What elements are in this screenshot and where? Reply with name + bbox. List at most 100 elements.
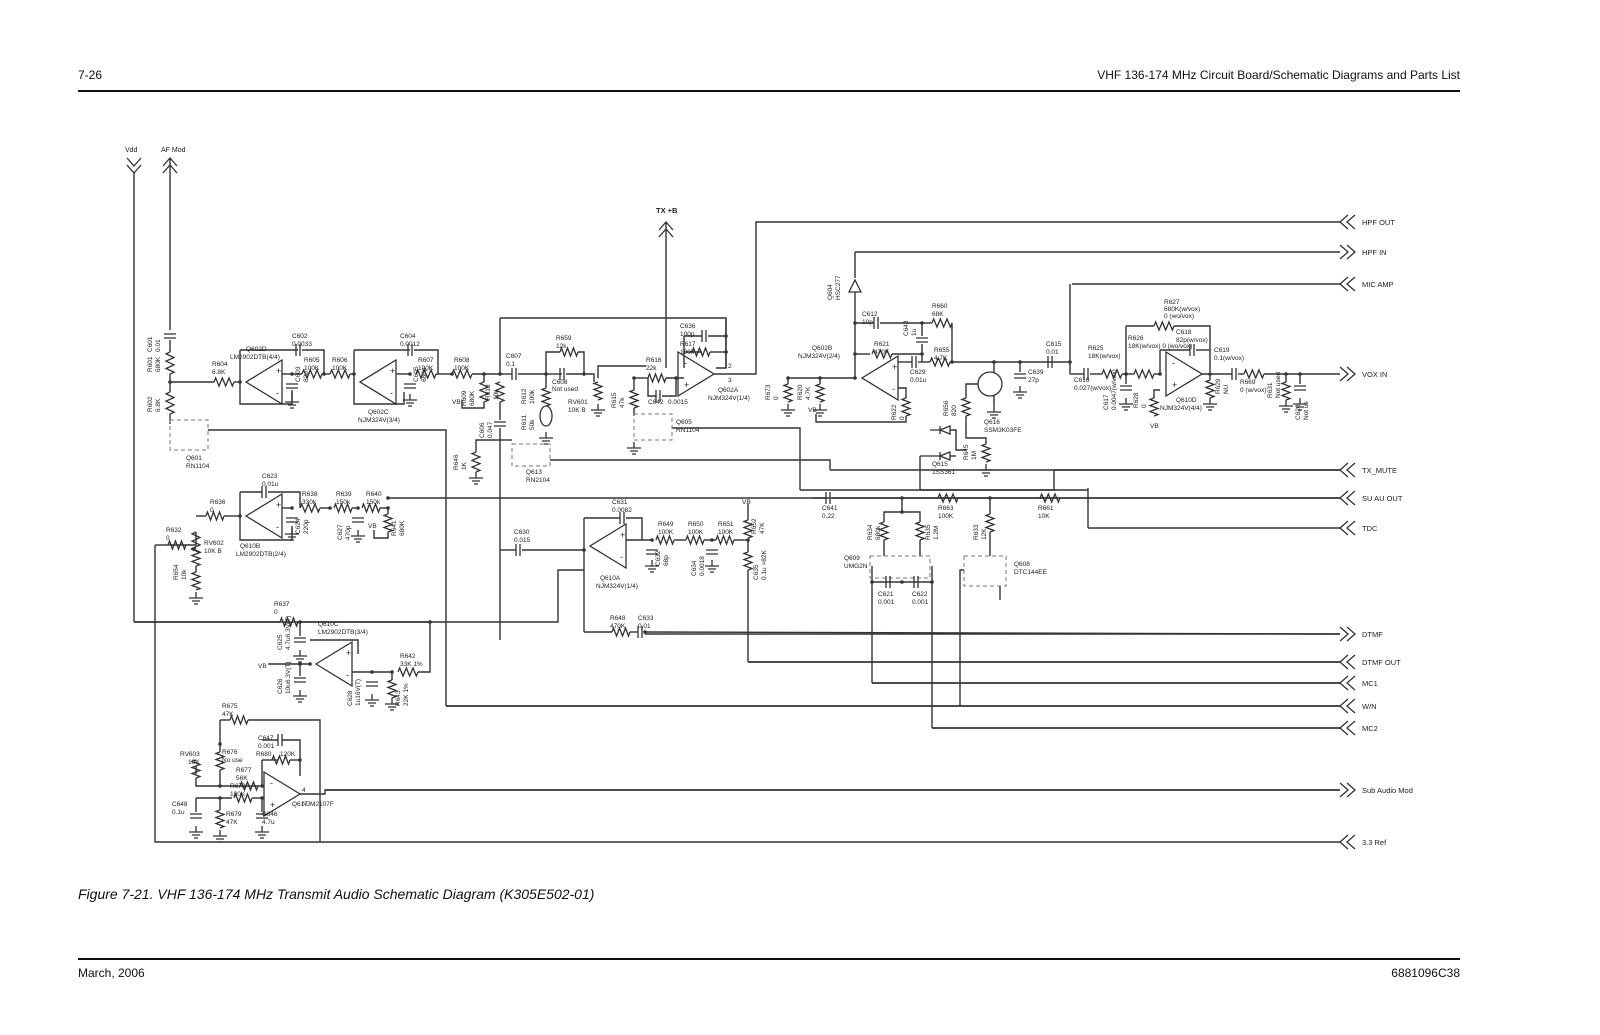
junction-dot	[290, 506, 294, 510]
component-ref: C619	[1214, 347, 1230, 354]
component-value: 0.1u	[172, 809, 185, 816]
connector-label-hpf-in: HPF IN	[1362, 248, 1387, 257]
wire	[310, 639, 359, 654]
component-ref: R645	[963, 444, 970, 460]
component-ref: C603	[295, 366, 302, 382]
capacitor-symbol	[911, 356, 917, 368]
capacitor-symbol	[511, 368, 517, 380]
transistor-package-outline	[963, 555, 1007, 587]
junction-dot	[900, 580, 904, 584]
resistor-symbol	[1101, 368, 1123, 380]
resistor-symbol	[397, 666, 419, 678]
junction-dot	[260, 784, 264, 788]
wire	[883, 498, 921, 522]
op-amp-symbol	[860, 354, 899, 402]
capacitor-symbol	[286, 383, 298, 389]
component-value: 4.7u6.3V(T)	[285, 616, 292, 650]
resistor-symbol	[333, 502, 353, 514]
component-ref: R633	[973, 524, 980, 540]
component-value: 0.01	[155, 339, 162, 352]
component-ref: C630	[514, 529, 530, 536]
op-amp-pin-sign: +	[276, 500, 281, 510]
resistor-symbol	[715, 534, 735, 546]
component-ref: Q610D	[1176, 397, 1197, 404]
resistor-symbol	[685, 534, 705, 546]
op-amp-symbol	[244, 358, 283, 406]
component-ref: R655	[934, 347, 950, 354]
connector-label-dtmf-out: DTMF OUT	[1362, 658, 1401, 667]
component-value: 1K	[461, 461, 468, 470]
pin-number: 4	[302, 787, 306, 794]
junction-dot	[853, 376, 857, 380]
component-value: NJM324V(3/4)	[358, 417, 400, 424]
resistor-symbol	[1204, 379, 1216, 399]
component-value: NJM324V(1/4)	[596, 583, 638, 590]
resistor-symbol	[1148, 397, 1160, 417]
resistor-symbol	[929, 356, 951, 368]
ground-icon	[1013, 386, 1027, 399]
capacitor-symbol	[352, 517, 364, 523]
junction-dot	[356, 506, 360, 510]
ground-icon	[365, 694, 379, 707]
wire	[1153, 389, 1160, 398]
component-ref: R656	[943, 400, 950, 416]
ground-icon	[813, 404, 827, 417]
op-amp-symbol	[1165, 350, 1204, 398]
wire	[134, 569, 584, 623]
wire	[647, 378, 656, 397]
figure-caption: Figure 7-21. VHF 136-174 MHz Transmit Au…	[78, 886, 595, 902]
component-value: LM2902DTB(3/4)	[318, 629, 368, 636]
page-number: 7-26	[78, 68, 103, 82]
component-ref: R652	[751, 518, 758, 534]
component-value: Not used	[552, 386, 578, 393]
component-ref: Q613	[526, 469, 542, 476]
component-value: 0.0047(w/vox)	[1111, 369, 1118, 410]
component-value: 680k	[875, 525, 882, 540]
component-ref: R635	[925, 524, 932, 540]
op-amp-pin-sign: +	[1172, 380, 1177, 390]
resistor-symbol	[1039, 492, 1061, 504]
component-value: LM2902DTB(4/4)	[230, 354, 280, 361]
component-value: 47K	[759, 522, 766, 534]
wire	[815, 414, 907, 423]
component-ref: R650	[688, 521, 704, 528]
component-ref: Q616	[984, 419, 1000, 426]
capacitor-symbol	[873, 317, 879, 329]
component-ref: R669	[1240, 379, 1256, 386]
component-value: 1SS361	[932, 469, 956, 476]
footer-doc-number: 6881096C38	[1391, 966, 1460, 980]
component-ref: R676	[222, 749, 238, 756]
connector-in-icon	[1339, 276, 1356, 292]
wire	[239, 492, 293, 541]
component-value: 470K	[874, 349, 890, 356]
connector-out-icon	[1339, 244, 1356, 260]
resistor-symbol	[611, 626, 631, 638]
wire	[300, 789, 1340, 795]
component-ref: C628	[347, 690, 354, 706]
wire	[716, 318, 727, 369]
resistor-symbol	[361, 502, 381, 514]
component-ref: R620	[797, 384, 804, 400]
component-value: NJM324V(4/4)	[1160, 405, 1202, 412]
component-ref: R617	[680, 341, 696, 348]
ground-icon	[1119, 398, 1133, 411]
wire	[550, 459, 831, 470]
wire	[584, 373, 595, 382]
resistor-symbol	[931, 317, 953, 329]
component-ref: R651	[718, 521, 734, 528]
component-ref: C602	[292, 333, 308, 340]
component-ref: Q615	[932, 461, 948, 468]
component-value: 82p	[303, 371, 310, 382]
wire	[626, 517, 643, 540]
component-ref: C635	[753, 564, 760, 580]
connector-in-icon	[1339, 214, 1356, 230]
resistor-symbol	[164, 391, 176, 415]
component-value: 680K	[399, 520, 406, 536]
connector-in-icon	[1339, 490, 1356, 506]
connector-in-icon	[1339, 654, 1356, 670]
component-ref: C634	[691, 560, 698, 576]
op-amp-pin-sign: +	[390, 366, 395, 376]
component-value: 680K	[155, 356, 162, 372]
ground-icon	[1279, 400, 1293, 413]
ground-icon	[469, 472, 483, 485]
